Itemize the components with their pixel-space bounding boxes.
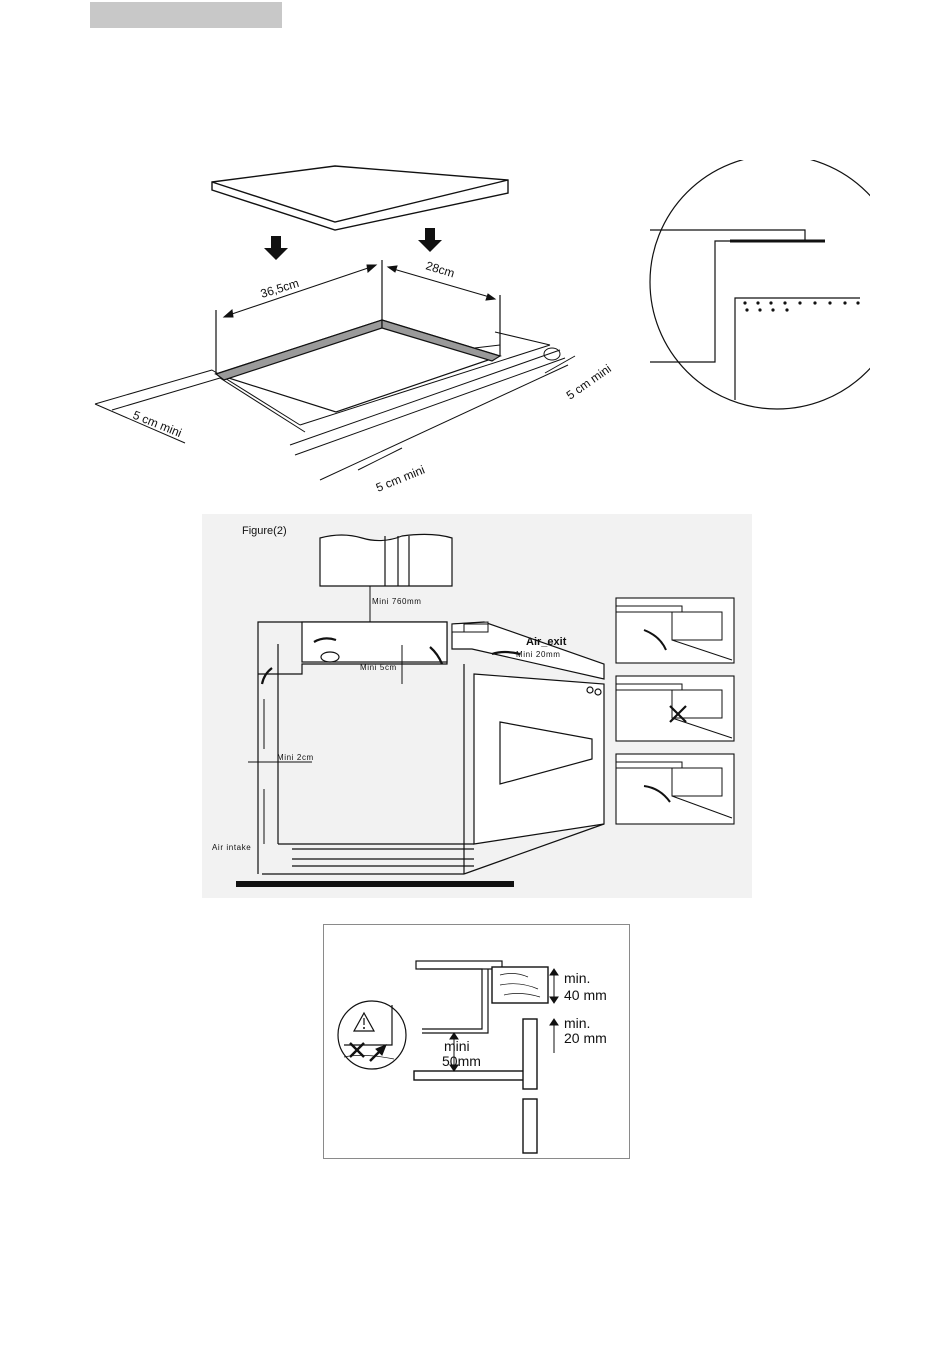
mini-50-line2: 50mm [442, 1053, 481, 1069]
oven [452, 622, 604, 874]
wall-cabinet [320, 534, 452, 586]
clearance-svg: min. 40 mm min. 20 mm mini 50mm [324, 925, 629, 1158]
air-exit-label: Air_exit [526, 636, 567, 648]
min-20-line2: 20 mm [564, 1030, 607, 1046]
ventilation-svg: Figure(2) Mini 760mm [202, 514, 752, 898]
clearance-right-label: 5 cm mini [564, 362, 614, 403]
fan-icon [321, 652, 339, 662]
mini-50-line1: mini [444, 1038, 470, 1054]
min-40-line1: min. [564, 970, 590, 986]
figure2-title: Figure(2) [242, 525, 287, 537]
worktop-strip [452, 622, 488, 632]
dim-width-label: 36,5cm [259, 276, 301, 301]
header-bar [90, 2, 282, 28]
cutout-diagram: 36,5cm 28cm 5 cm mini 5 cm mini 5 cm min… [90, 160, 870, 500]
magnifier-detail [650, 160, 870, 409]
wood-worktop [414, 967, 548, 1153]
hob-plate [212, 166, 508, 230]
mini-20-label: Mini 20mm [516, 650, 561, 659]
ventilation-diagram: Figure(2) Mini 760mm [202, 514, 752, 898]
dim-depth-label: 28cm [424, 258, 456, 280]
warning-dot [363, 1027, 365, 1029]
floor [236, 881, 514, 887]
mini-2cm-label: Mini 2cm [277, 753, 314, 762]
clearance-front-label: 5 cm mini [374, 463, 427, 495]
mini-760-label: Mini 760mm [372, 597, 422, 606]
down-arrow-icon [264, 228, 442, 260]
clearance-left-label: 5 cm mini [131, 408, 184, 440]
air-intake-label: Air intake [212, 843, 251, 852]
min-40-line2: 40 mm [564, 987, 607, 1003]
mini-5cm-label: Mini 5cm [360, 663, 397, 672]
hob-section [416, 961, 502, 1033]
cutout-svg: 36,5cm 28cm 5 cm mini 5 cm mini 5 cm min… [90, 160, 870, 500]
clearance-diagram: min. 40 mm min. 20 mm mini 50mm [323, 924, 630, 1159]
cutout-opening [216, 260, 500, 412]
kitchen-cabinet [258, 622, 474, 874]
min-20-line1: min. [564, 1015, 590, 1031]
